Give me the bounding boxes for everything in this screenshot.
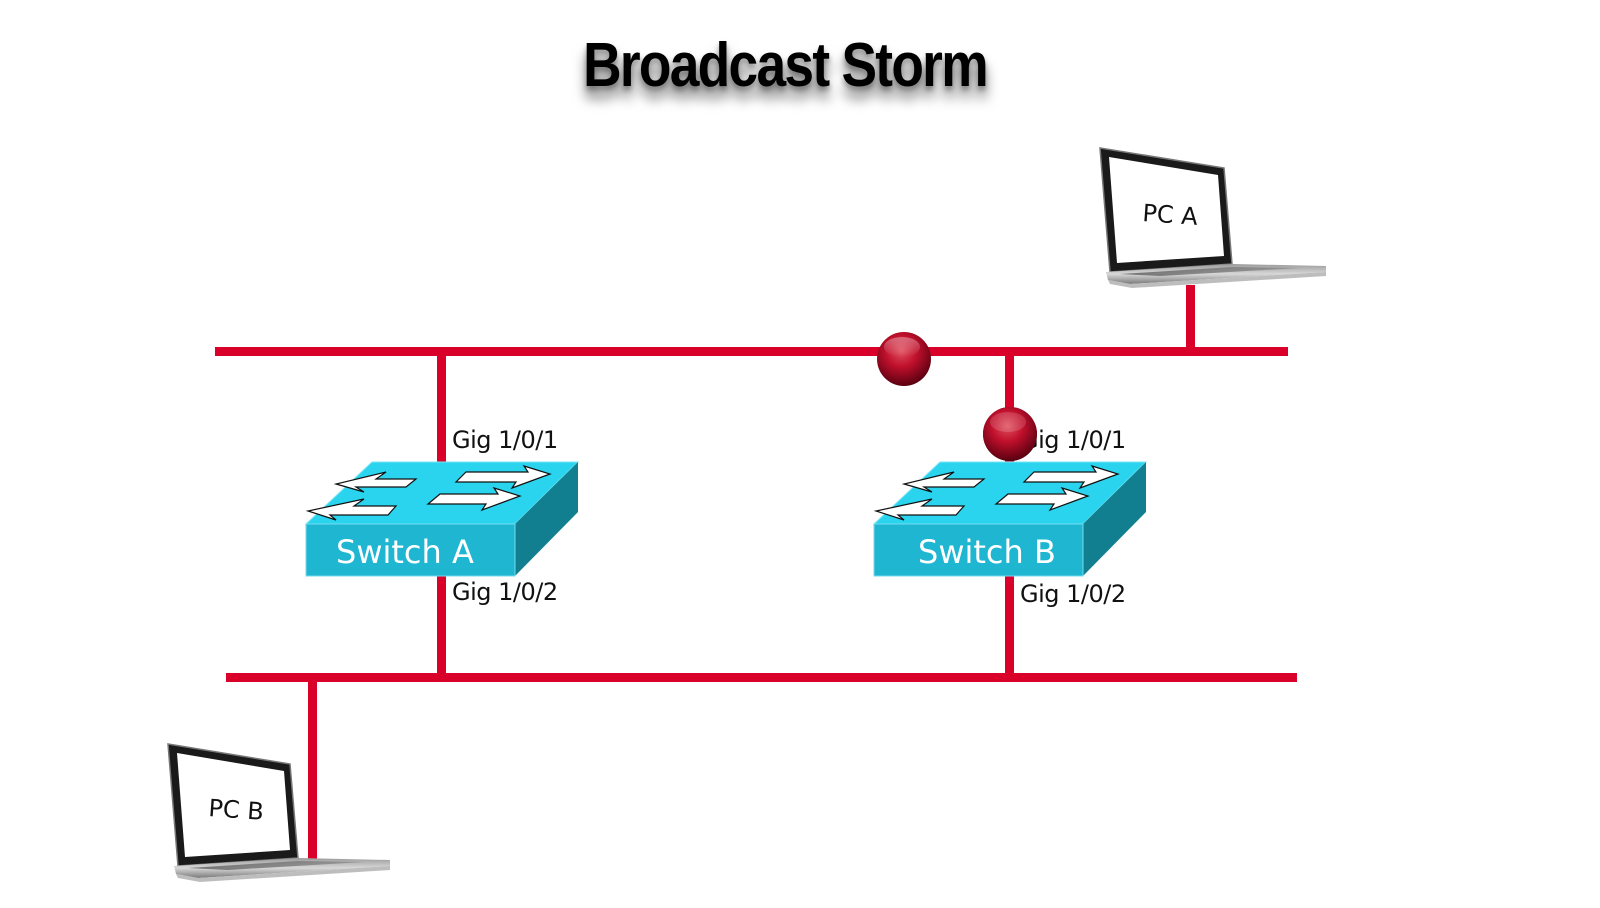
switch-b-gig-1-0-2-link bbox=[1005, 575, 1014, 677]
pc-b-link bbox=[308, 677, 317, 859]
switch-icon bbox=[872, 461, 1148, 577]
links bbox=[215, 285, 1297, 859]
switch-icon bbox=[304, 461, 580, 577]
broadcast-frame-overlay bbox=[983, 407, 1037, 461]
switch-b-port-gig-1-0-2: Gig 1/0/2 bbox=[1020, 580, 1126, 608]
top-segment-bus bbox=[215, 347, 1288, 356]
broadcast-frame bbox=[877, 332, 931, 386]
switch-a-label: Switch A bbox=[336, 533, 474, 571]
diagram-title: Broadcast Storm bbox=[583, 31, 989, 100]
switch-a[interactable]: Switch A bbox=[304, 461, 580, 577]
switch-b-gig-1-0-1-link bbox=[1005, 351, 1014, 463]
switch-a-gig-1-0-1-link bbox=[437, 351, 446, 463]
bottom-segment-bus bbox=[226, 673, 1297, 682]
switch-arrows-icon bbox=[305, 464, 552, 521]
switch-a-port-gig-1-0-2: Gig 1/0/2 bbox=[452, 578, 558, 606]
pc-a-link bbox=[1186, 285, 1195, 351]
laptop-icon bbox=[1099, 147, 1326, 288]
switch-b-port-gig-1-0-1: Gig 1/0/1 bbox=[1020, 426, 1126, 454]
pc-a-label: PC A bbox=[1142, 199, 1200, 231]
switch-arrows-icon bbox=[873, 464, 1120, 521]
pc-b[interactable]: PC B bbox=[167, 743, 390, 882]
switch-b[interactable]: Switch B bbox=[872, 461, 1148, 577]
switch-b-label: Switch B bbox=[918, 533, 1056, 571]
pc-a[interactable]: PC A bbox=[1099, 147, 1326, 288]
switch-a-port-gig-1-0-1: Gig 1/0/1 bbox=[452, 426, 558, 454]
pc-b-label: PC B bbox=[208, 794, 265, 826]
laptop-icon bbox=[167, 743, 390, 882]
switch-a-gig-1-0-2-link bbox=[437, 575, 446, 677]
